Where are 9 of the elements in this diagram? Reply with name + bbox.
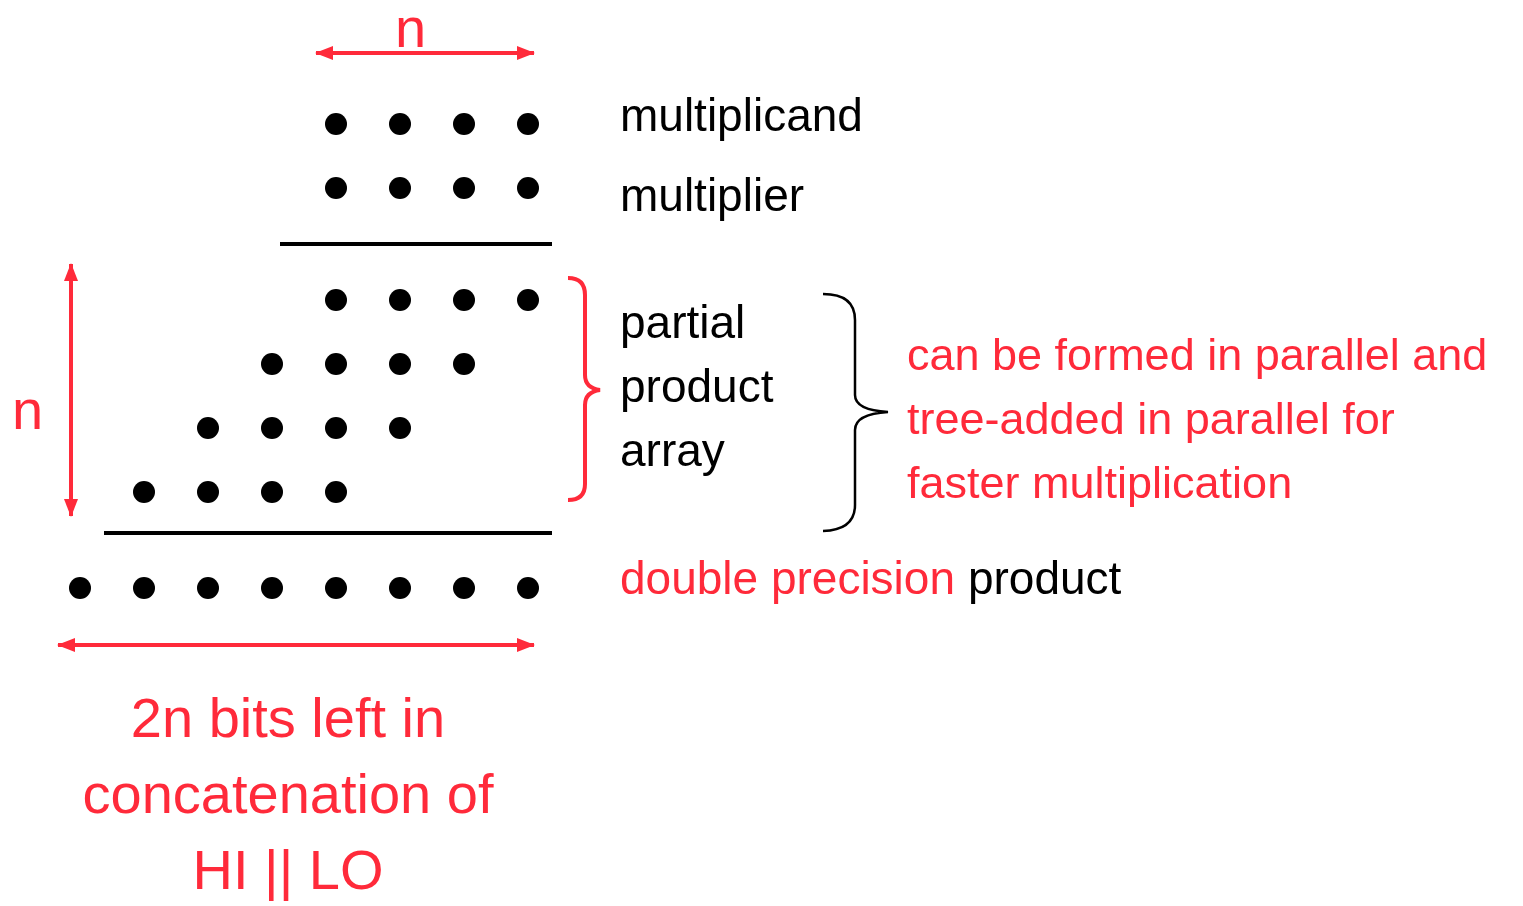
annotation-text: can be formed in parallel and tree-added in parallel for faster multiplication: [907, 328, 1489, 510]
row-label: partial product array: [620, 295, 775, 478]
annotation-text: 2n bits left in concatenation of HI || LO: [81, 685, 495, 903]
row-label: double precision: [620, 552, 955, 604]
row-label: product: [967, 552, 1122, 604]
row-label: multiplier: [620, 168, 805, 223]
row-label: multiplicand: [620, 88, 863, 143]
dimension-label: n: [395, 0, 427, 56]
dimension-label: n: [12, 382, 44, 438]
